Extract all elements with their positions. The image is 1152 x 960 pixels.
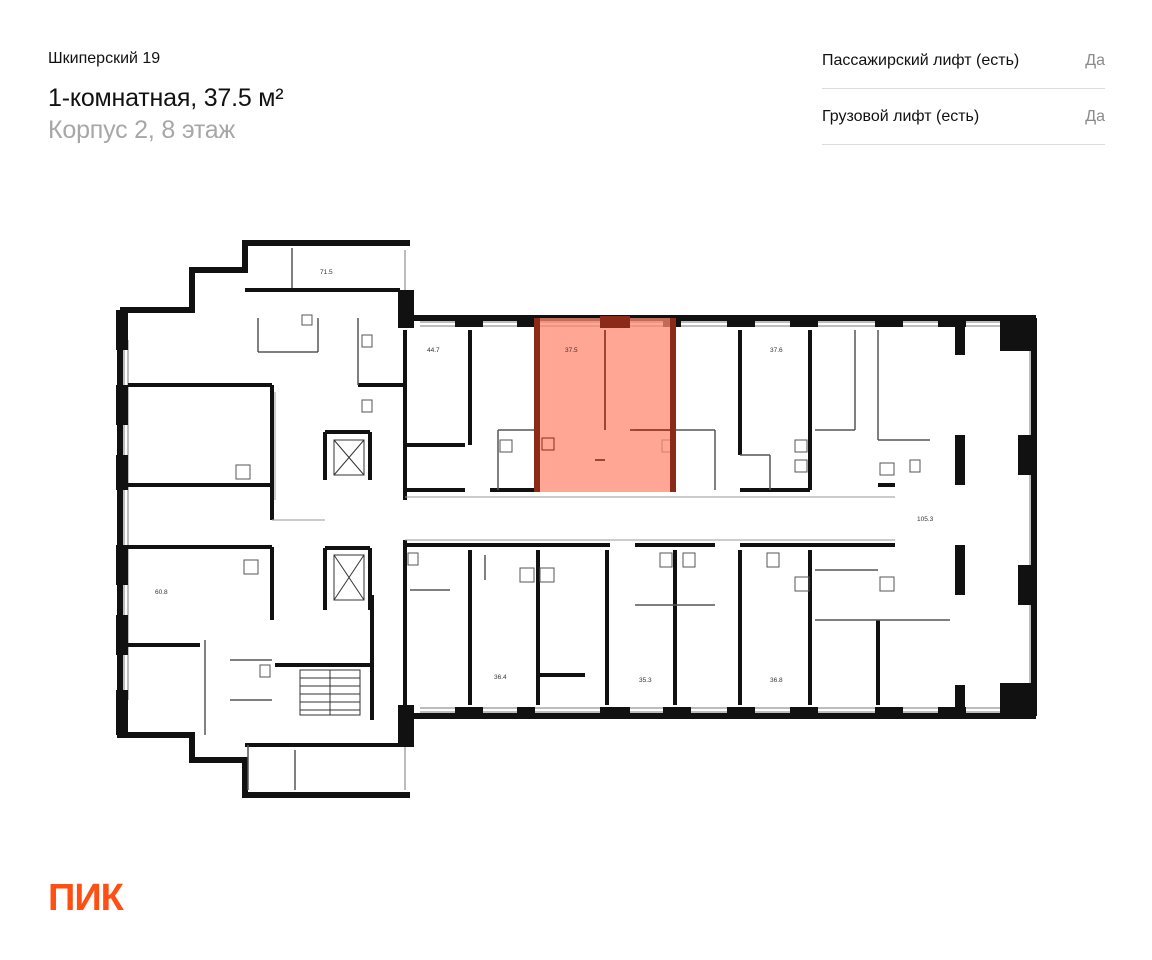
features-list: Пассажирский лифт (есть) Да Грузовой лиф… (822, 33, 1105, 145)
area-label: 71.5 (320, 269, 333, 276)
area-label: 37.6 (770, 347, 783, 354)
corridor-lines (272, 392, 895, 541)
area-label: 37.5 (565, 347, 578, 354)
feature-passenger-lift: Пассажирский лифт (есть) Да (822, 33, 1105, 89)
partitions (204, 248, 950, 790)
interior-walls (128, 288, 895, 747)
area-label: 36.4 (494, 674, 507, 681)
stairs (299, 669, 361, 716)
feature-freight-lift: Грузовой лифт (есть) Да (822, 89, 1105, 145)
area-label: 60.8 (155, 589, 168, 596)
area-label: 44.7 (427, 347, 440, 354)
area-label: 36.8 (770, 677, 783, 684)
feature-value: Да (1085, 107, 1105, 125)
building-floor: Корпус 2, 8 этаж (48, 116, 236, 144)
feature-value: Да (1085, 51, 1105, 69)
elevator-shafts (333, 439, 365, 601)
area-label: 105.3 (917, 516, 934, 523)
area-labels: 71.5 44.7 37.5 37.6 105.3 60.8 36.4 35.3… (155, 269, 934, 684)
selected-apartment-pillar (600, 316, 630, 328)
selected-apartment[interactable] (534, 316, 676, 492)
pik-logo: ПИК (48, 878, 126, 914)
project-name: Шкиперский 19 (48, 50, 161, 67)
logo-text: ПИК (48, 878, 125, 914)
apartment-title: 1-комнатная, 37.5 м² (48, 84, 284, 112)
feature-name: Пассажирский лифт (есть) (822, 51, 1020, 69)
area-label: 35.3 (639, 677, 652, 684)
selected-apartment-fixture (541, 437, 555, 451)
feature-name: Грузовой лифт (есть) (822, 107, 980, 125)
